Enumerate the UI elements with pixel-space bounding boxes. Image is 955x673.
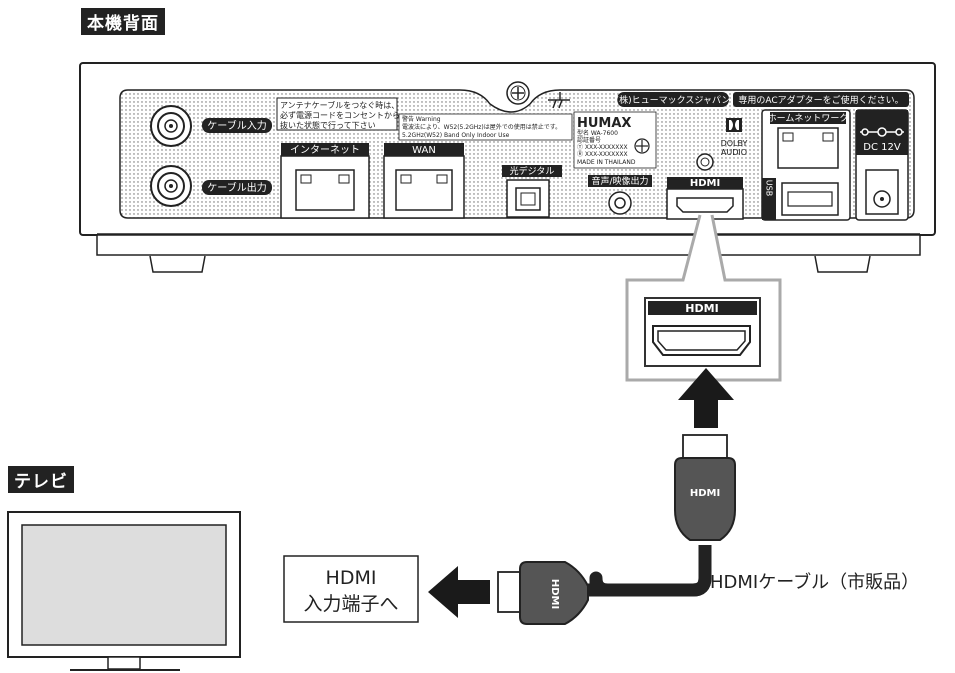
plug-hdmi-label-rotated: HDMI <box>549 579 560 609</box>
model-line3: Ⓣ XXX-XXXXXXX <box>577 143 628 151</box>
dolby-logo-icon <box>726 118 742 132</box>
cable-out-label: ケーブル出力 <box>207 181 266 194</box>
wan-port <box>383 155 465 219</box>
tv-input-box <box>283 555 419 623</box>
hdmi-cable: HDMI HDMI <box>497 434 736 625</box>
cable-in-connector <box>150 105 192 147</box>
dolby-line1: DOLBY <box>721 139 748 148</box>
home-network-label: ホームネットワーク <box>768 113 849 124</box>
cable-in-label: ケーブル入力 <box>207 119 266 132</box>
model-line1: 型名 WA-7600 <box>577 129 618 137</box>
hdmi-port <box>666 188 744 220</box>
tv <box>7 511 241 671</box>
model-line4: Ⓡ XXX-XXXXXXX <box>577 150 628 158</box>
ground-screw-icon <box>506 81 530 105</box>
usb-label: USB <box>765 180 774 196</box>
warning-line2: 電波法により、W52(5.2GHz)は屋外での使用は禁止です。 <box>402 123 561 131</box>
dc-jack <box>865 169 899 215</box>
audio-video-out-label: 音声/映像出力 <box>591 175 648 187</box>
antenna-note-line2: 必ず電源コードをコンセントから <box>280 110 400 120</box>
model-line2: 認証番号 <box>577 136 601 144</box>
adapter-note: 専用のACアダプターをご使用ください。 <box>738 94 903 106</box>
plug-hdmi-label: HDMI <box>690 488 720 499</box>
internet-port <box>280 155 370 219</box>
dolby-line2: AUDIO <box>721 148 747 157</box>
warning-line3: 5.2GHz(W52) Band Only Indoor Use <box>402 132 510 139</box>
rear-panel-heading: 本機背面 <box>81 8 165 35</box>
tv-input-line1: HDMI <box>326 567 377 589</box>
optical-port <box>506 179 550 218</box>
warning-line1: 警告 Warning <box>402 115 441 123</box>
hdmi-screw-icon <box>696 153 714 171</box>
cable-label: HDMIケーブル（市販品） <box>710 571 919 593</box>
company-label: (株)ヒューマックスジャパン <box>616 94 731 106</box>
optical-label: 光デジタル <box>510 165 555 177</box>
up-arrow-icon <box>678 368 734 428</box>
antenna-note-line3: 抜いた状態で行って下さい <box>280 120 376 130</box>
left-arrow-icon <box>428 566 490 618</box>
zoom-hdmi-label: HDMI <box>685 302 718 315</box>
hdmi-port-label: HDMI <box>690 178 720 189</box>
wan-label: WAN <box>412 145 436 156</box>
hdmi-zoom-callout: HDMI <box>625 214 782 382</box>
model-line5: MADE IN THAILAND <box>577 159 636 166</box>
brand-label: HUMAX <box>577 116 631 131</box>
cable-out-connector <box>150 165 192 207</box>
tv-heading: テレビ <box>8 466 74 493</box>
dc-polarity-icon <box>860 127 904 137</box>
usb-port <box>781 182 839 216</box>
home-network-port <box>777 127 839 169</box>
dc-label: DC 12V <box>863 142 901 153</box>
audio-video-jack <box>608 191 632 215</box>
internet-label: インターネット <box>290 144 360 156</box>
antenna-note-line1: アンテナケーブルをつなぐ時は、 <box>280 100 399 110</box>
tv-input-line2: 入力端子へ <box>303 593 398 615</box>
certification-mark-icon <box>634 138 650 154</box>
ground-symbol-icon <box>548 92 570 109</box>
